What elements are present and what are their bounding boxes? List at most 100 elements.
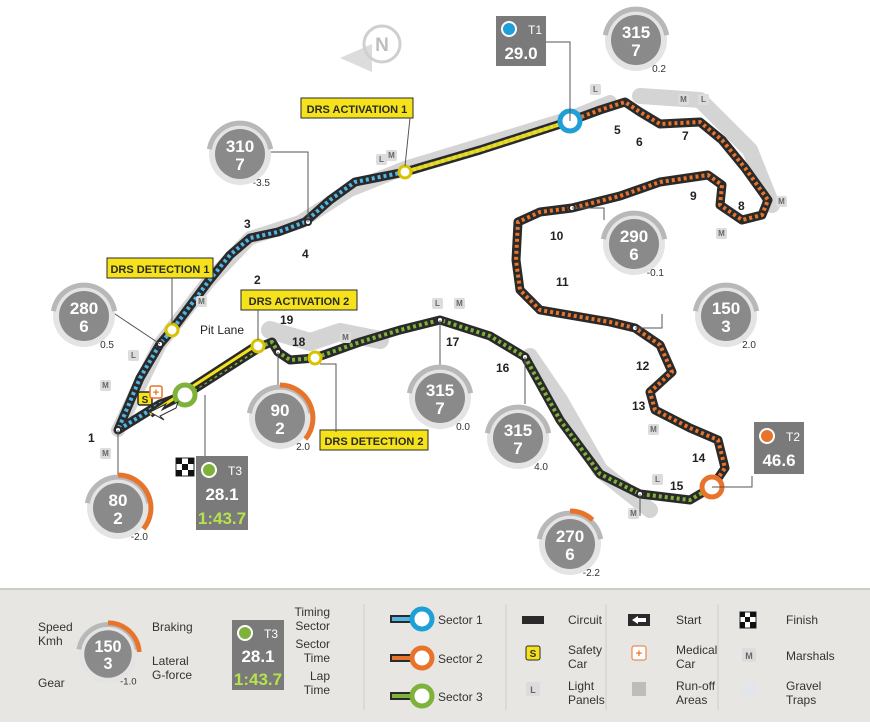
marshal-post-icon: M — [776, 196, 787, 207]
svg-text:DRS DETECTION 2: DRS DETECTION 2 — [324, 436, 423, 448]
marshal-post-icon: M — [386, 150, 397, 161]
marshal-post-icon: M — [454, 298, 465, 309]
svg-text:1:43.7: 1:43.7 — [198, 509, 246, 528]
gauge-gear: 7 — [235, 155, 244, 174]
gauge-arc — [692, 282, 760, 312]
g-corner-1: 802-2.0 — [84, 472, 154, 543]
svg-text:M: M — [630, 509, 637, 518]
svg-text:Light: Light — [568, 679, 595, 693]
gauge-speed: 280 — [70, 299, 98, 318]
svg-text:Time: Time — [304, 683, 331, 697]
gauge-lateral: 2.0 — [742, 340, 756, 351]
corner-number: 19 — [280, 313, 294, 327]
svg-text:Gear: Gear — [38, 676, 65, 690]
light-panel-icon: L — [698, 94, 709, 105]
sector-3-track — [180, 315, 717, 505]
legend-sector-3: Sector 3 — [390, 683, 483, 709]
gauge-arc — [206, 120, 274, 150]
svg-text:Kmh: Kmh — [38, 634, 63, 648]
corner-number: 8 — [738, 199, 745, 213]
svg-text:M: M — [388, 151, 395, 160]
corner-number: 1 — [88, 431, 95, 445]
legend-gauge-gear: 3 — [104, 655, 113, 673]
svg-text:Sector 1: Sector 1 — [438, 613, 483, 627]
drs-labels: DRS ACTIVATION 1 DRS DETECTION 1 DRS ACT… — [106, 97, 429, 451]
legend-gauge-speed: 150 — [95, 638, 122, 656]
svg-text:28.1: 28.1 — [205, 485, 238, 504]
svg-text:Sector 2: Sector 2 — [438, 652, 483, 666]
svg-text:+: + — [153, 387, 159, 399]
svg-text:T3: T3 — [264, 627, 278, 641]
svg-text:L: L — [435, 299, 440, 308]
corner-number: 18 — [292, 335, 306, 349]
svg-text:L: L — [593, 85, 598, 94]
svg-text:Traps: Traps — [786, 693, 816, 707]
timing-box-t2: T2 46.6 — [754, 422, 804, 474]
svg-text:29.0: 29.0 — [504, 44, 537, 63]
svg-text:Start: Start — [676, 613, 702, 627]
svg-text:Sector 3: Sector 3 — [438, 690, 483, 704]
gauge-arc — [50, 282, 118, 312]
circuit-map: N S — [50, 6, 804, 579]
svg-text:L: L — [655, 475, 660, 484]
corner-number: 3 — [244, 217, 251, 231]
drs-detection-2-label: DRS DETECTION 2 — [319, 429, 429, 451]
svg-text:Speed: Speed — [38, 620, 73, 634]
legend-timing-labels: Timing Sector Sector Time Lap Time — [294, 605, 330, 697]
svg-text:L: L — [379, 155, 384, 164]
gauge-lateral: -2.2 — [583, 568, 601, 579]
gauge-lateral: 0.2 — [652, 64, 666, 75]
marshal-post-icon: M — [100, 448, 111, 459]
svg-text:T3: T3 — [228, 464, 242, 478]
svg-text:Car: Car — [676, 657, 695, 671]
gauge-arc — [406, 364, 474, 394]
svg-text:Run-off: Run-off — [676, 679, 716, 693]
gauge-lateral: 0.0 — [456, 422, 470, 433]
gauge-dial — [545, 519, 595, 569]
svg-text:M: M — [342, 333, 349, 342]
corner-number: 11 — [556, 275, 569, 289]
gauge-arc — [600, 210, 668, 240]
svg-text:Lateral: Lateral — [152, 654, 189, 668]
legend-sector-2: Sector 2 — [390, 645, 483, 671]
compass: N — [340, 24, 402, 72]
corner-number: 17 — [446, 335, 460, 349]
svg-text:M: M — [718, 229, 725, 238]
svg-text:M: M — [198, 297, 205, 306]
marshal-post-icon: M — [100, 380, 111, 391]
legend-svg: Speed Kmh Gear Braking Lateral G-force 1… — [38, 604, 835, 710]
gauge-lateral: -0.1 — [647, 268, 665, 279]
gauge-dial — [93, 483, 143, 533]
legend-timing: T3 28.1 1:43.7 — [232, 620, 284, 690]
corner-number: 10 — [550, 229, 564, 243]
corner-number: 9 — [690, 189, 697, 203]
gauge-dial — [215, 129, 265, 179]
svg-text:Gravel: Gravel — [786, 679, 821, 693]
corner-number: 2 — [254, 273, 261, 287]
svg-text:DRS ACTIVATION 2: DRS ACTIVATION 2 — [249, 296, 350, 308]
gauge-speed: 150 — [712, 299, 740, 318]
corner-number: 7 — [682, 129, 689, 143]
marshal-post-icon: M — [648, 424, 659, 435]
corner-number: 12 — [636, 359, 650, 373]
svg-text:Timing: Timing — [294, 605, 330, 619]
gauge-braking-arc — [279, 382, 316, 441]
gauge-lateral: -2.0 — [131, 532, 149, 543]
svg-text:M: M — [745, 651, 753, 661]
light-panel-icon: L — [652, 474, 663, 485]
gauge-speed: 270 — [556, 527, 584, 546]
circuit-map-svg: N S — [50, 6, 804, 579]
gauge-gear: 3 — [721, 317, 730, 336]
legend-gauge-dial — [84, 630, 132, 678]
light-panel-icon: L — [432, 298, 443, 309]
gauge-gear: 7 — [513, 439, 522, 458]
